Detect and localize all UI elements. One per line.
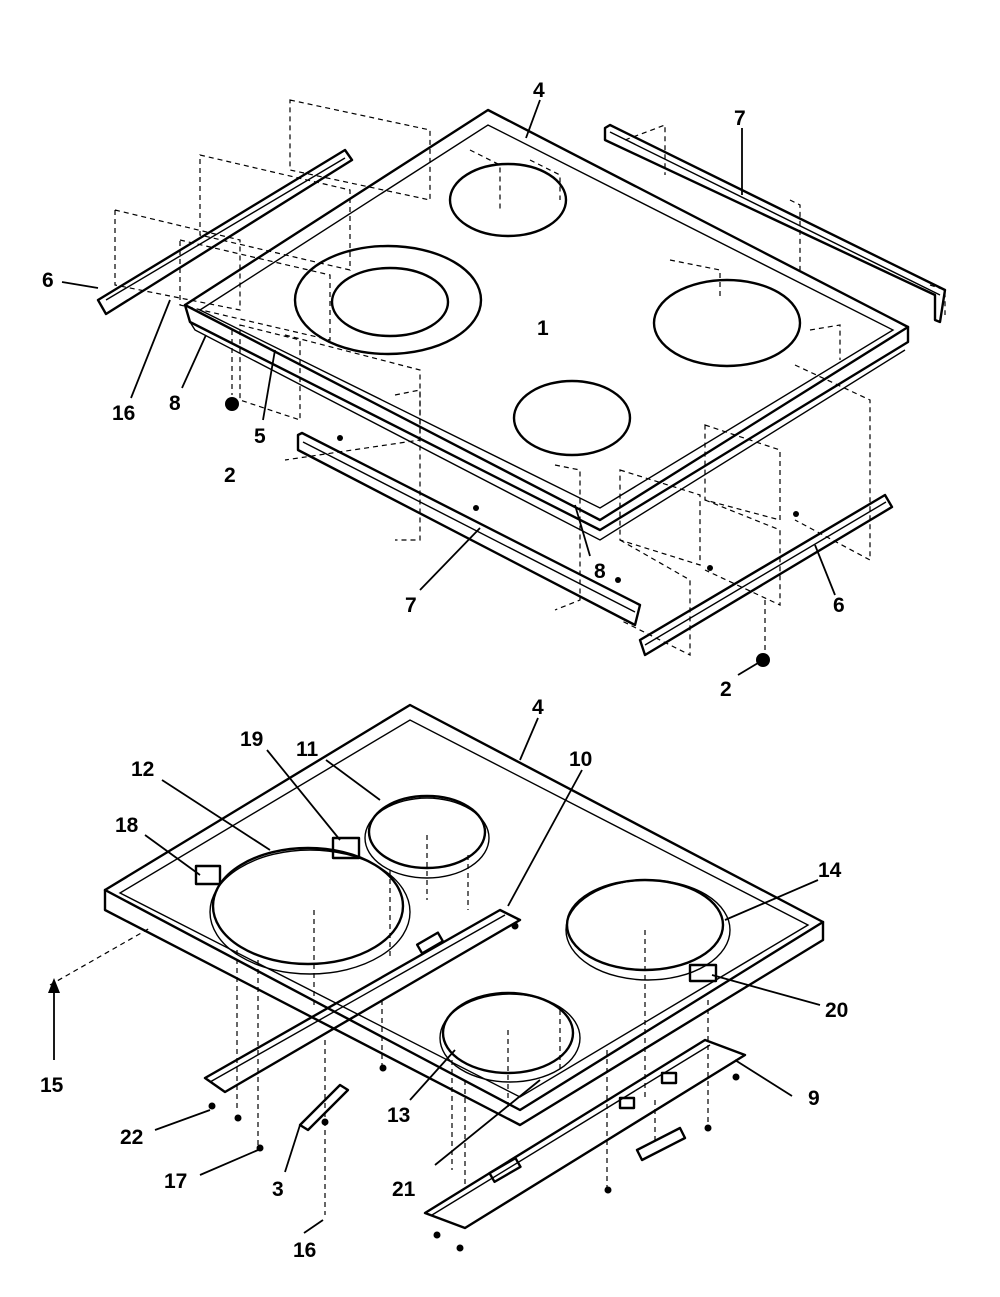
callout-7-top: 7: [734, 107, 746, 130]
callout-16-bottom: 16: [293, 1239, 316, 1262]
callout-2-bottom: 2: [720, 678, 732, 701]
heating-elements: [209, 794, 731, 1083]
callout-21: 21: [392, 1178, 416, 1201]
lower-assembly: 4 11 19 10 12 18 14 20 15 9 22 13 21 17 …: [40, 696, 848, 1262]
screws-bottom: [208, 922, 740, 1252]
callout-13: 13: [387, 1104, 410, 1127]
callout-5: 5: [254, 425, 266, 448]
callout-22: 22: [120, 1126, 143, 1149]
callout-11: 11: [296, 738, 319, 761]
callout-17: 17: [164, 1170, 187, 1193]
leader-lines-bottom: [144, 717, 821, 1234]
clip-parts: [298, 1083, 687, 1162]
callout-6-left: 6: [42, 269, 54, 292]
callout-16-top: 16: [112, 402, 135, 425]
burner-markings: [293, 162, 802, 457]
screw-icon: [225, 397, 239, 411]
callout-7-bottom: 7: [405, 594, 417, 617]
callout-9: 9: [808, 1087, 820, 1110]
arrow-icon: [48, 978, 60, 1060]
callout-4-bottom: 4: [532, 696, 544, 719]
cooktop-glass: [183, 108, 910, 541]
callout-6-right: 6: [833, 594, 845, 617]
callout-20: 20: [825, 999, 848, 1022]
leader-lines-top: [61, 99, 836, 676]
screw-icon: [756, 653, 770, 667]
support-bracket-right: [423, 1038, 747, 1230]
callout-8-left: 8: [169, 392, 181, 415]
side-trim-right-top: [603, 123, 947, 324]
upper-assembly: 4 7 6 16 8 5 2 1 8 7 6 2: [42, 79, 947, 701]
callout-15: 15: [40, 1074, 64, 1097]
side-trim-right-bottom: [638, 493, 894, 657]
callout-2-top: 2: [224, 464, 236, 487]
support-bracket-left: [203, 908, 522, 1094]
callout-18: 18: [115, 814, 139, 837]
side-trim-left: [96, 148, 354, 316]
callout-10: 10: [569, 748, 592, 771]
callout-4-top: 4: [533, 79, 545, 102]
callout-8-right: 8: [594, 560, 606, 583]
front-trim: [296, 431, 642, 627]
callout-19: 19: [240, 728, 263, 751]
projection-lines-top: [114, 99, 946, 656]
callout-12: 12: [131, 758, 154, 781]
terminal-block-icon: [688, 963, 718, 983]
callout-14: 14: [818, 859, 842, 882]
callout-1: 1: [537, 317, 549, 340]
terminal-block-icon: [331, 836, 361, 860]
projection-lines-bottom: [49, 835, 709, 1215]
callout-3: 3: [272, 1178, 284, 1201]
terminal-block-icon: [194, 864, 222, 886]
